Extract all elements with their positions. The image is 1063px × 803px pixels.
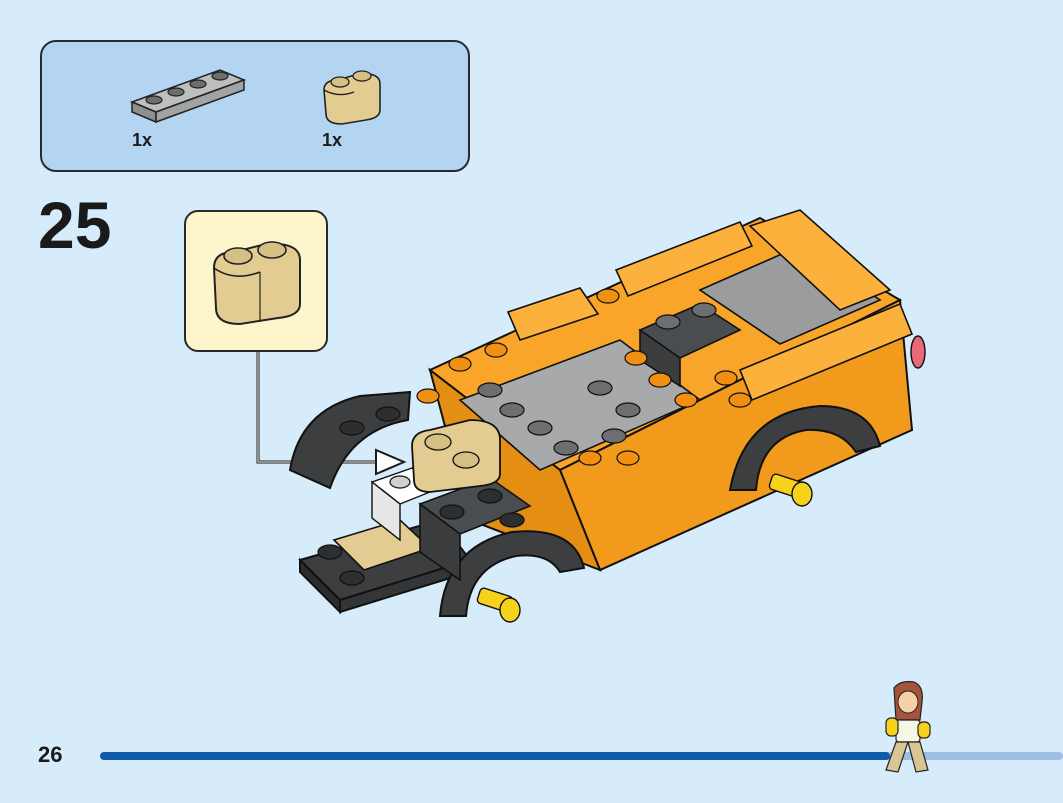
progress-bar-track xyxy=(100,752,1063,760)
tan-brick-1x2-curved-icon xyxy=(212,241,301,326)
part-quantity-2: 1x xyxy=(322,130,343,150)
gray-plate-1x4-icon xyxy=(129,69,247,124)
page-number: 26 xyxy=(38,742,63,767)
step-number: 25 xyxy=(38,188,112,262)
callout-box xyxy=(184,210,328,352)
parts-list-panel: 1x 1x xyxy=(40,40,470,172)
tan-brick-1x2-curved-icon xyxy=(323,70,381,125)
part-quantity-1: 1x xyxy=(132,130,153,150)
orange-car-model-icon xyxy=(288,209,926,623)
walking-minifigure-icon xyxy=(885,681,931,773)
progress-bar-fill xyxy=(100,752,890,760)
